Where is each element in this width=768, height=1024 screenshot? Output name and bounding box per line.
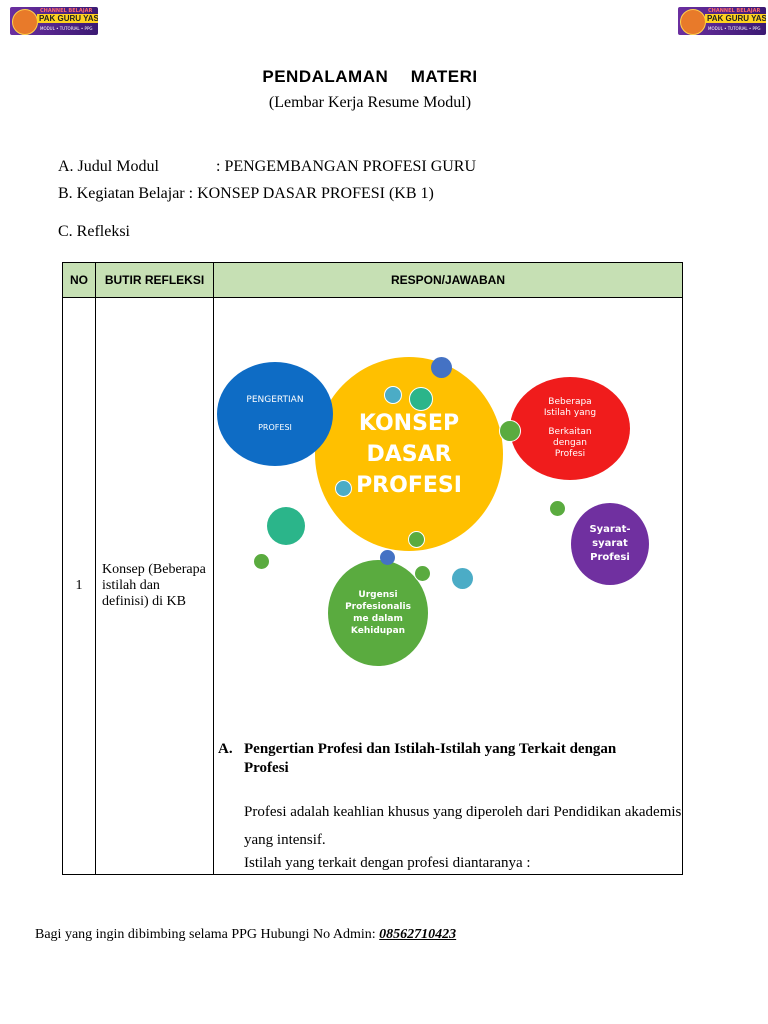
red-line: dengan [553, 438, 587, 448]
meta-b-value: : KONSEP DASAR PROFESI (KB 1) [188, 185, 434, 202]
green-line: Profesionalis [345, 602, 411, 612]
section-a-paragraph-1: Profesi adalah keahlian khusus yang dipe… [244, 804, 682, 848]
logo-line3: MODUL • TUTORIAL • PPG [708, 26, 761, 31]
row-respon: KONSEP DASAR PROFESI PENGERTIAN PROFESI [213, 297, 683, 875]
diagram-urgensi-circle: Urgensi Profesionalis me dalam Kehidupan [328, 560, 428, 666]
decor-dot [384, 386, 402, 404]
channel-logo-right: CHANNEL BELAJAR PAK GURU YASIN MODUL • T… [678, 7, 766, 35]
decor-dot [408, 531, 425, 548]
decor-dot [452, 568, 473, 589]
decor-dot [550, 501, 565, 516]
decor-dot [499, 420, 521, 442]
page-subtitle: (Lembar Kerja Resume Modul) [268, 94, 472, 111]
logo-line1: CHANNEL BELAJAR [708, 8, 761, 14]
table-header-row: NO BUTIR REFLEKSI RESPON/JAWABAN [62, 262, 683, 298]
meta-a-value: : PENGEMBANGAN PROFESI GURU [216, 158, 477, 175]
purple-line: syarat [592, 538, 628, 549]
table-row: 1 Konsep (Beberapa istilah dan definisi)… [62, 297, 683, 875]
green-line: Kehidupan [350, 626, 406, 636]
center-line: KONSEP [358, 410, 460, 436]
decor-dot [431, 357, 452, 378]
red-line: Beberapa [548, 397, 592, 407]
section-a-paragraph-2: Istilah yang terkait dengan profesi dian… [244, 855, 531, 871]
footer-text: Bagi yang ingin dibimbing selama PPG Hub… [35, 927, 380, 942]
purple-line: Profesi [590, 552, 630, 563]
blue-line: PROFESI [258, 423, 292, 432]
meta-kegiatan-belajar: B. Kegiatan Belajar : KONSEP DASAR PROFE… [58, 185, 434, 203]
red-line: Berkaitan [548, 427, 592, 437]
section-a-title: Pengertian Profesi dan Istilah-Istilah y… [244, 741, 617, 776]
red-line: Profesi [554, 449, 586, 459]
avatar-icon [680, 9, 706, 35]
row-no: 1 [62, 297, 96, 875]
footer-note: Bagi yang ingin dibimbing selama PPG Hub… [35, 927, 456, 943]
header-no: NO [62, 262, 96, 298]
diagram-pengertian-circle: PENGERTIAN PROFESI [217, 362, 333, 466]
logo-line1: CHANNEL BELAJAR [40, 8, 93, 14]
section-a-number: A. [218, 741, 233, 757]
logo-line3: MODUL • TUTORIAL • PPG [40, 26, 93, 31]
red-line: Istilah yang [543, 408, 597, 418]
decor-dot [254, 554, 269, 569]
refleksi-table: NO BUTIR REFLEKSI RESPON/JAWABAN 1 Konse… [62, 262, 683, 875]
decor-dot [380, 550, 395, 565]
logo-line2: PAK GURU YASIN [705, 14, 766, 23]
blue-line: PENGERTIAN [246, 395, 304, 405]
diagram-istilah-circle: Beberapa Istilah yang Berkaitan dengan P… [510, 377, 630, 480]
logo-line2: PAK GURU YASIN [37, 14, 98, 23]
decor-dot [335, 480, 352, 497]
header-butir: BUTIR REFLEKSI [95, 262, 214, 298]
page-title: PENDALAMAN MATERI [262, 67, 478, 86]
meta-b-label: B. Kegiatan Belajar [58, 185, 185, 202]
row-butir: Konsep (Beberapa istilah dan definisi) d… [95, 297, 214, 875]
channel-logo-left: CHANNEL BELAJAR PAK GURU YASIN MODUL • T… [10, 7, 98, 35]
green-line: me dalam [353, 614, 403, 624]
diagram-center-circle: KONSEP DASAR PROFESI [315, 357, 503, 551]
section-a-heading: A. Pengertian Profesi dan Istilah-Istilah… [218, 740, 678, 778]
center-line: PROFESI [356, 472, 462, 498]
meta-a-label: A. Judul Modul [58, 158, 159, 175]
diagram-syarat-circle: Syarat- syarat Profesi [571, 503, 649, 585]
decor-dot [267, 507, 305, 545]
green-line: Urgensi [358, 590, 398, 600]
meta-judul-modul: A. Judul Modul : PENGEMBANGAN PROFESI GUR… [58, 158, 476, 176]
admin-phone-number: 08562710423 [379, 927, 457, 942]
concept-diagram: KONSEP DASAR PROFESI PENGERTIAN PROFESI [214, 298, 681, 698]
decor-dot [414, 565, 431, 582]
meta-refleksi: C. Refleksi [58, 223, 130, 240]
purple-line: Syarat- [589, 524, 631, 535]
center-line: DASAR [366, 441, 452, 467]
header-respon: RESPON/JAWABAN [213, 262, 683, 298]
decor-dot [409, 387, 433, 411]
avatar-icon [12, 9, 38, 35]
